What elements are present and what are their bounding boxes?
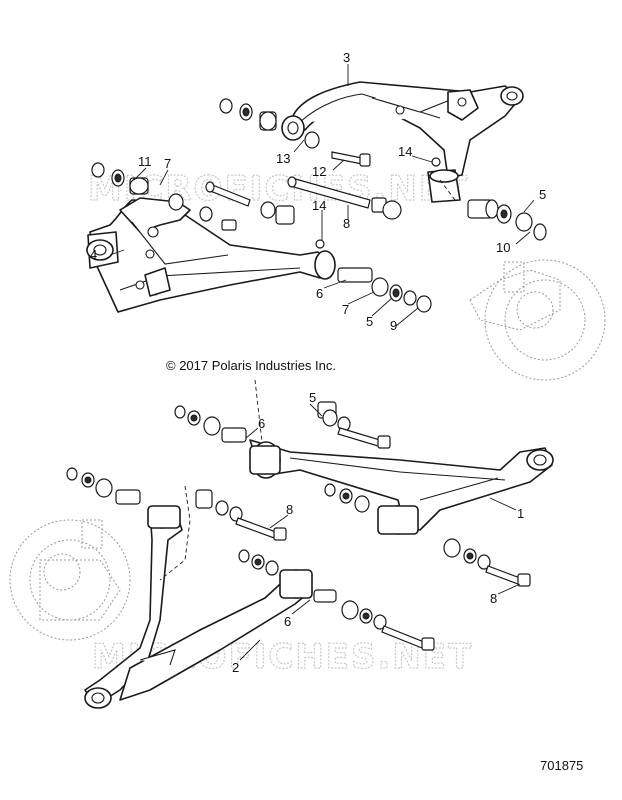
callout-11: 11 — [138, 154, 152, 169]
a-arm-part-3 — [281, 81, 524, 203]
hardware-stack-part-4-middle — [199, 181, 325, 249]
hardware-stack-part-1-top — [174, 401, 391, 449]
callout-12: 12 — [312, 164, 326, 179]
callout-6-upper: 6 — [316, 286, 323, 301]
leader-lines — [109, 64, 535, 661]
callout-7-lower: 7 — [342, 302, 349, 317]
callout-7-upper: 7 — [164, 156, 171, 171]
figure-number: 701875 — [540, 758, 583, 773]
callout-3: 3 — [343, 50, 350, 65]
callout-8-middle: 8 — [286, 502, 293, 517]
hardware-stack-part-4-top — [91, 162, 184, 211]
ghost-wheel-hub-upper — [469, 259, 606, 381]
a-arm-part-2 — [84, 505, 313, 709]
callout-2: 2 — [232, 660, 239, 675]
callout-5-upper: 5 — [539, 187, 546, 202]
callout-4: 4 — [90, 247, 97, 262]
callout-10: 10 — [496, 240, 510, 255]
hardware-stack-part-4-right — [337, 267, 432, 313]
callout-8-lower: 8 — [490, 591, 497, 606]
callout-5-lower: 5 — [309, 390, 316, 405]
bolts-upper-middle — [287, 176, 402, 220]
callout-6-lower: 6 — [284, 614, 291, 629]
alignment-dashes — [159, 179, 456, 581]
ghost-wheel-hub-lower — [9, 519, 131, 641]
callout-13: 13 — [276, 151, 290, 166]
callout-labels: 3 13 12 14 11 7 4 14 8 5 10 6 7 5 9 5 6 … — [90, 50, 546, 675]
hardware-stack-part-3-right — [431, 157, 547, 241]
callout-5-middle: 5 — [366, 314, 373, 329]
hardware-stack-part-3-left — [219, 98, 371, 167]
callout-9: 9 — [390, 318, 397, 333]
a-arm-part-1 — [249, 439, 554, 535]
callout-6-middle: 6 — [258, 416, 265, 431]
callout-14-lower: 14 — [312, 198, 326, 213]
hardware-stack-part-1-middle — [324, 483, 531, 587]
a-arm-part-4 — [86, 197, 336, 313]
callout-1: 1 — [517, 506, 524, 521]
hardware-stack-part-2 — [66, 467, 435, 651]
callout-8-upper: 8 — [343, 216, 350, 231]
callout-14-upper: 14 — [398, 144, 412, 159]
copyright-notice: © 2017 Polaris Industries Inc. — [166, 358, 336, 373]
